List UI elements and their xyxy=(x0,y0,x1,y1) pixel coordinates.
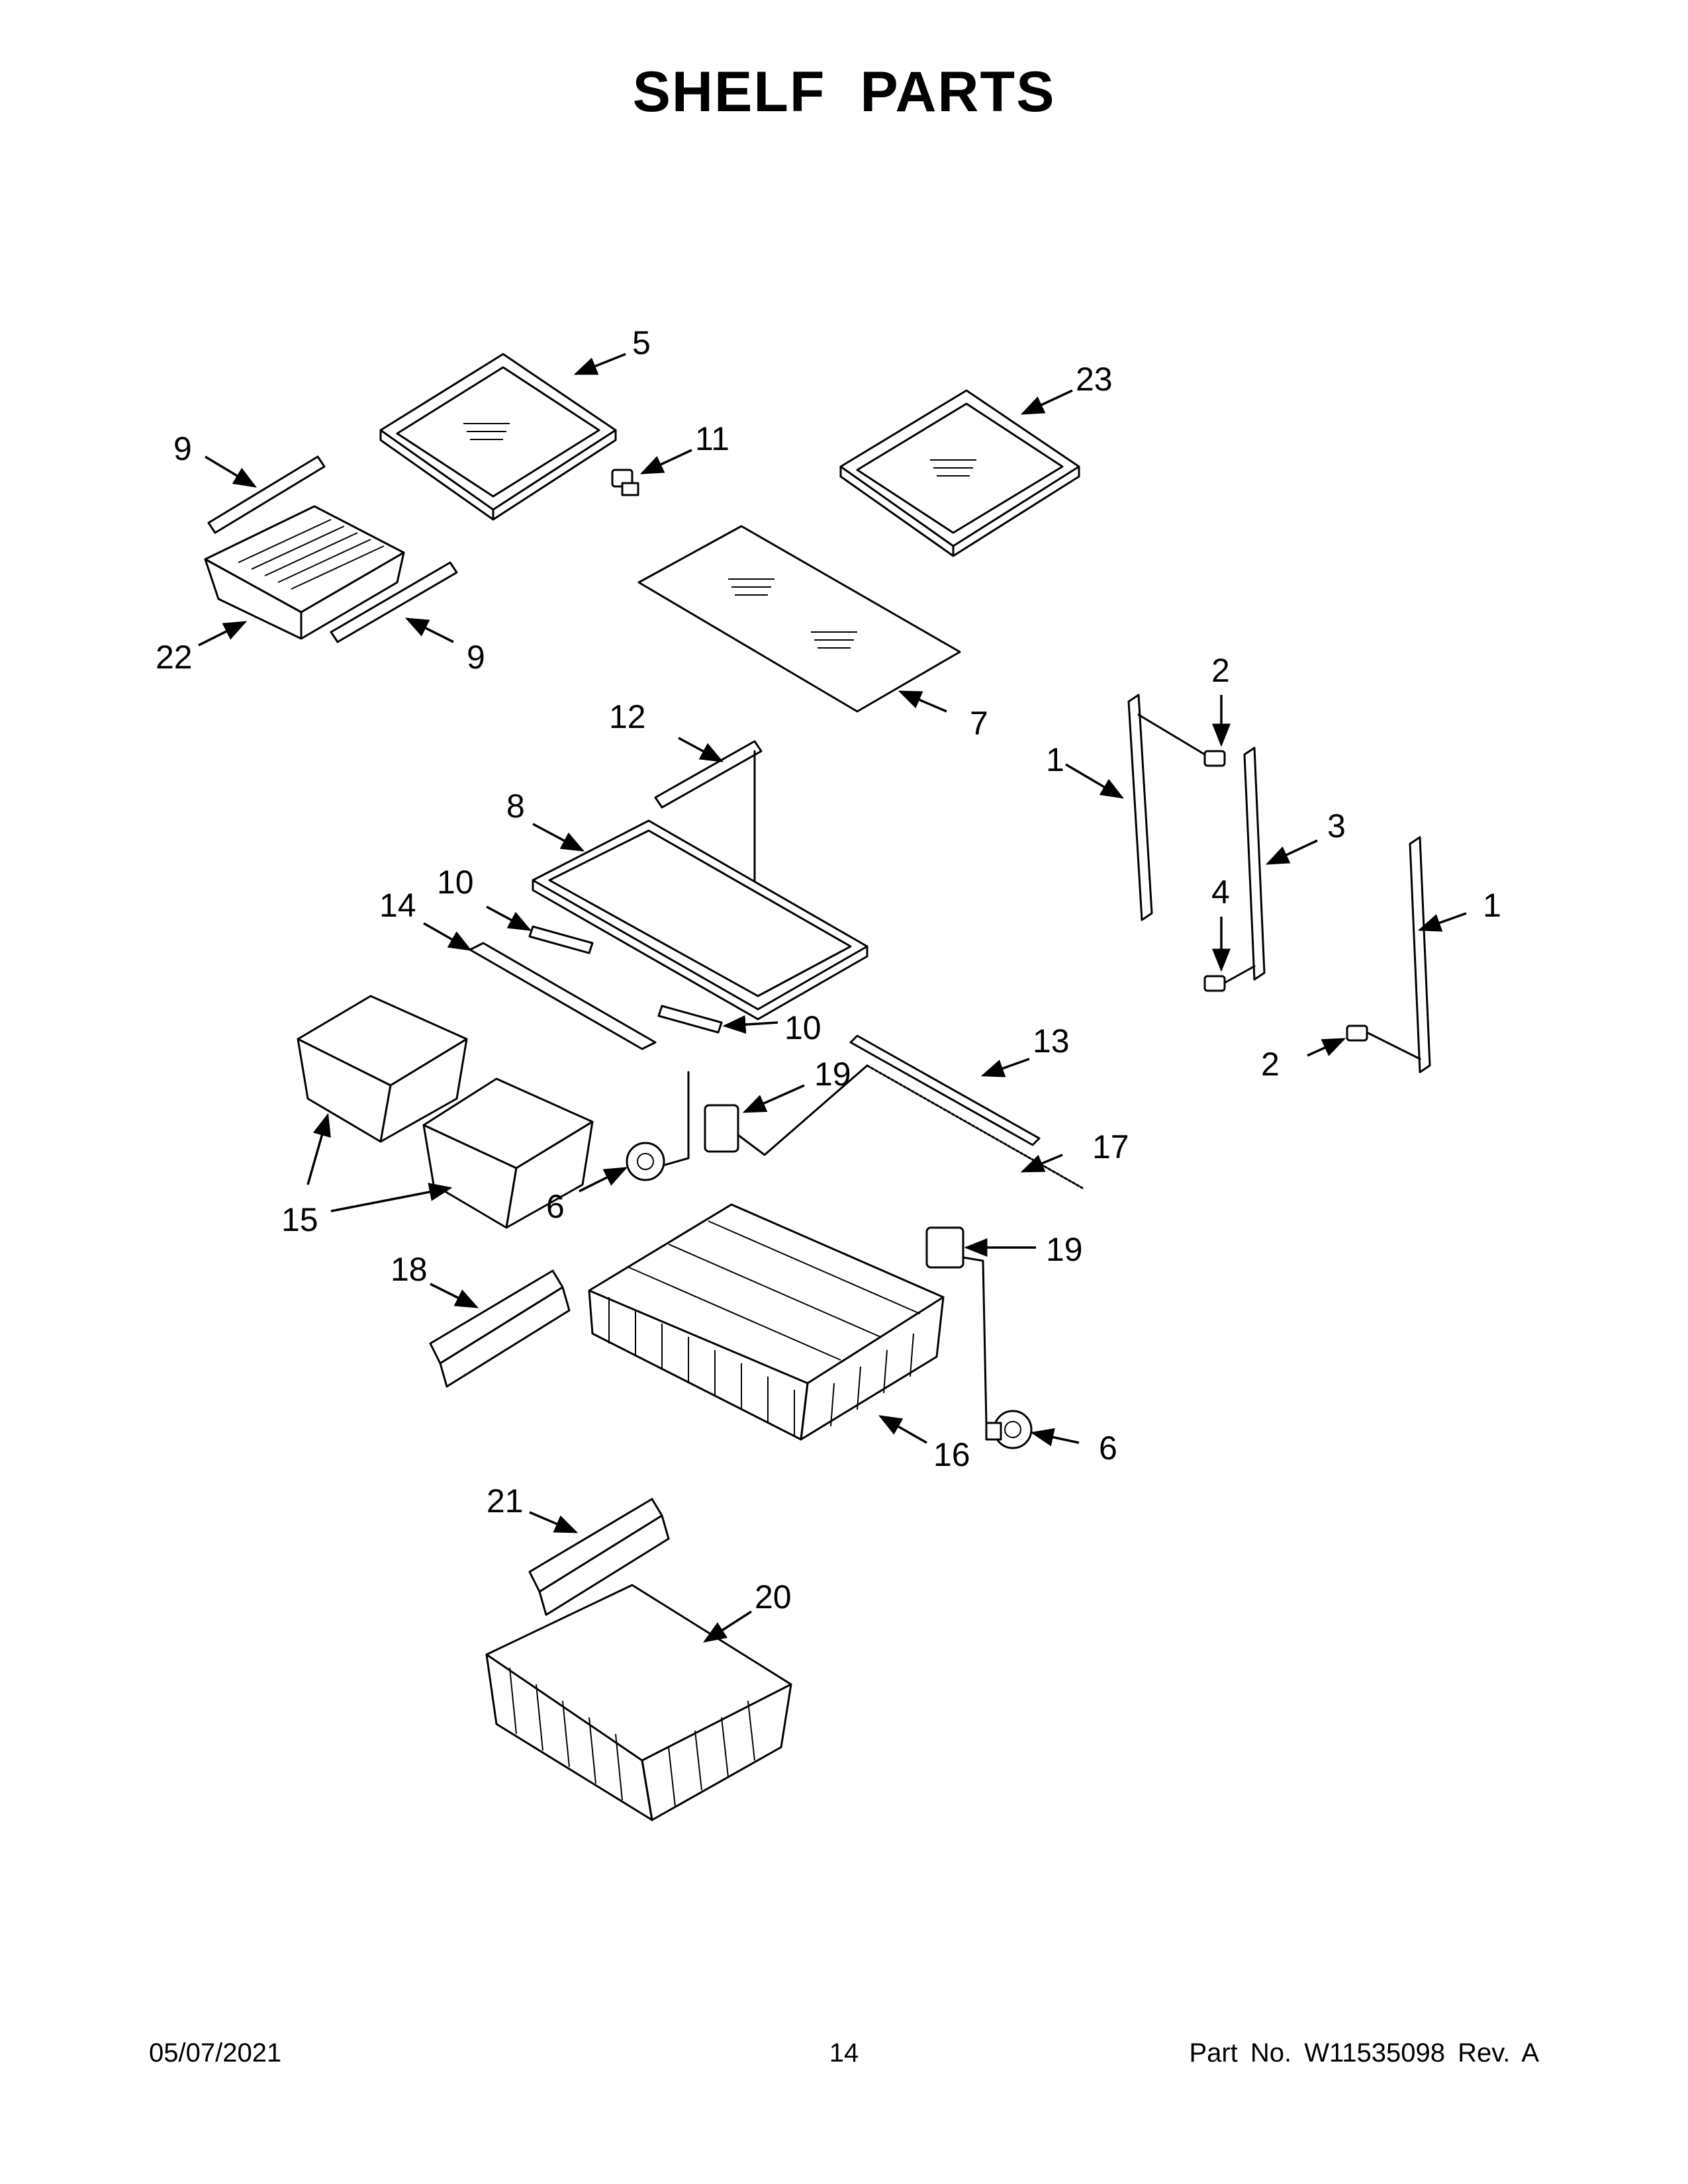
callout-13: 13 xyxy=(1033,1023,1070,1060)
leader-lines xyxy=(198,353,1467,1643)
callout-10-lower: 10 xyxy=(784,1009,821,1046)
part-23-shelf xyxy=(839,389,1080,557)
callout-23: 23 xyxy=(1076,361,1113,398)
part-10-clip-lower xyxy=(657,1005,723,1034)
part-13-rod xyxy=(849,1034,1041,1146)
part-19-bracket-right xyxy=(925,1226,988,1424)
part-9-rail-upper xyxy=(207,455,326,534)
part-2-screw-upper xyxy=(1137,713,1226,767)
callout-21: 21 xyxy=(487,1482,524,1520)
callout-7: 7 xyxy=(970,705,988,742)
callout-6-left: 6 xyxy=(546,1188,565,1225)
callout-19-upper: 19 xyxy=(814,1056,851,1093)
callout-22: 22 xyxy=(156,639,193,676)
part-6-gear-right xyxy=(985,1410,1033,1449)
callout-14: 14 xyxy=(379,887,416,924)
footer-page-number: 14 xyxy=(829,2038,859,2068)
part-14-strip xyxy=(469,942,657,1050)
part-2-screw-lower xyxy=(1346,1024,1421,1060)
callout-20: 20 xyxy=(755,1578,792,1615)
part-10-clip-upper xyxy=(528,925,594,954)
part-4-screw xyxy=(1203,965,1256,992)
footer-date: 05/07/2021 xyxy=(149,2038,282,2068)
part-11-screw xyxy=(611,469,639,496)
part-18-divider xyxy=(429,1269,571,1388)
callout-3: 3 xyxy=(1327,807,1346,844)
part-6-gear-left xyxy=(626,1142,665,1181)
part-5-shelf xyxy=(379,353,617,521)
callout-8: 8 xyxy=(506,788,525,825)
page-title: SHELF PARTS xyxy=(632,60,1056,124)
part-8-frame xyxy=(532,819,868,1021)
callout-2-lower: 2 xyxy=(1261,1046,1280,1083)
part-1-upright-left xyxy=(1127,694,1153,921)
part-15-bin-left xyxy=(297,995,468,1143)
part-20-wire-basket xyxy=(485,1584,792,1821)
part-19-bracket-left xyxy=(664,1064,868,1166)
callout-6-right: 6 xyxy=(1099,1430,1117,1467)
callout-15: 15 xyxy=(281,1201,318,1238)
callout-4: 4 xyxy=(1211,874,1230,911)
callout-10-upper: 10 xyxy=(437,864,474,901)
part-16-wire-basket xyxy=(588,1203,945,1441)
callout-labels: 5 23 11 9 9 22 7 12 8 10 14 10 13 19 17 … xyxy=(156,324,1501,1615)
callout-2-upper: 2 xyxy=(1211,652,1230,689)
part-9-rail-lower xyxy=(330,561,458,643)
callout-16: 16 xyxy=(933,1436,970,1473)
callout-11: 11 xyxy=(695,420,729,457)
part-15-bin-right xyxy=(422,1077,594,1229)
callout-9-upper: 9 xyxy=(173,430,192,467)
callout-12: 12 xyxy=(609,698,646,735)
callout-5: 5 xyxy=(632,324,651,361)
callout-9-lower: 9 xyxy=(467,639,485,676)
callout-19-lower: 19 xyxy=(1046,1231,1083,1268)
part-7-glass xyxy=(637,525,961,713)
callout-17: 17 xyxy=(1092,1128,1129,1165)
part-22-drawer xyxy=(204,505,405,640)
callout-18: 18 xyxy=(391,1251,428,1288)
footer-part-number: Part No. W11535098 Rev. A xyxy=(1189,2038,1539,2068)
part-21-divider xyxy=(528,1498,670,1616)
callout-1-right: 1 xyxy=(1483,887,1501,924)
part-1-upright-right xyxy=(1409,836,1431,1073)
part-17-rack xyxy=(866,1064,1084,1189)
part-3-upright xyxy=(1243,747,1266,981)
callout-1-left: 1 xyxy=(1046,741,1064,778)
